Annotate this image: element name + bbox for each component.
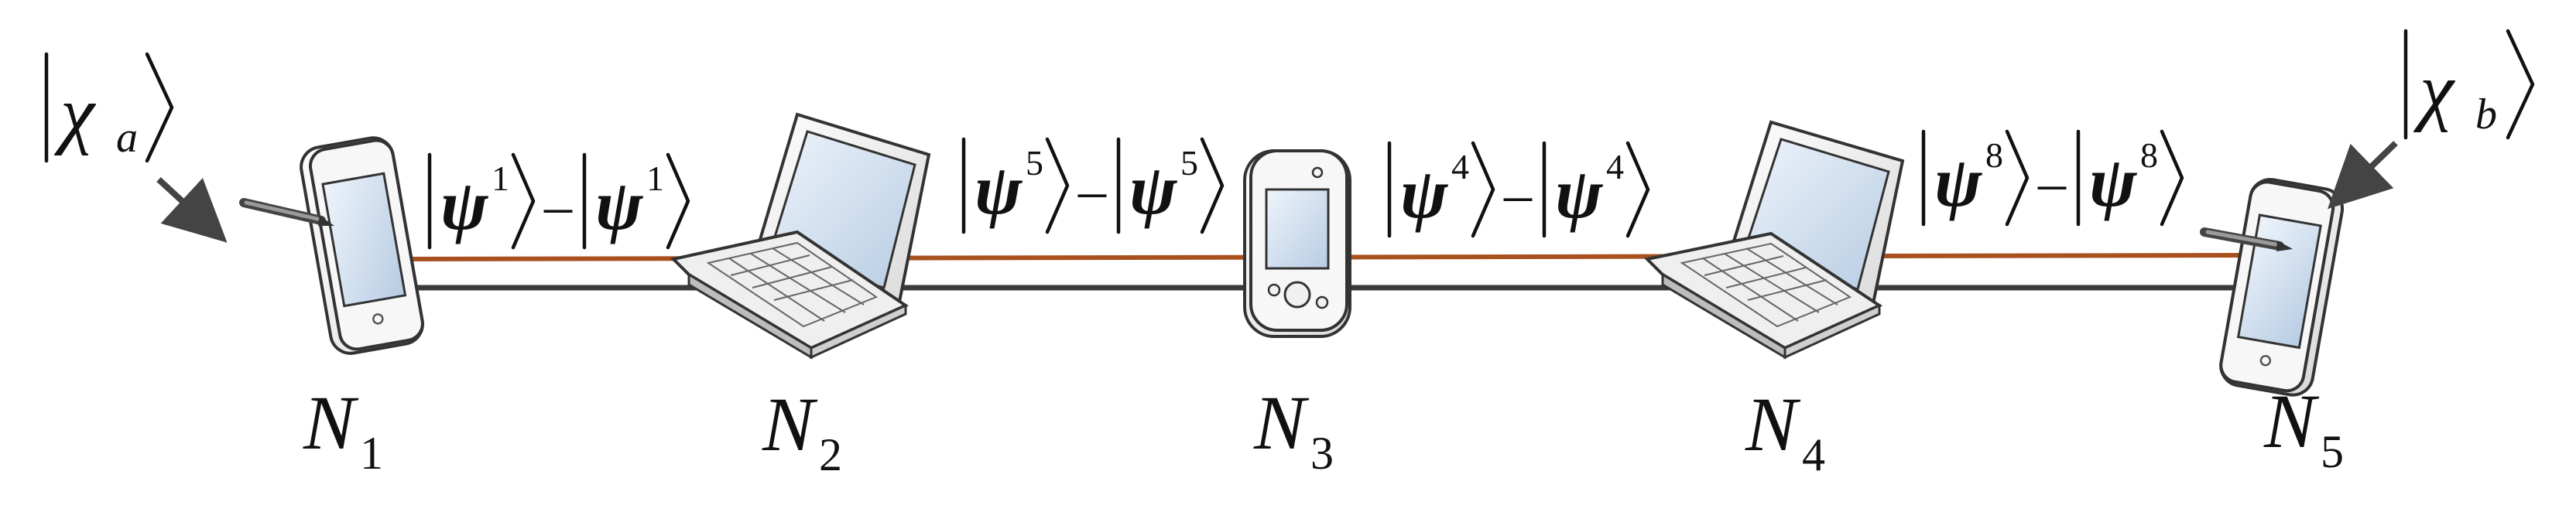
link-label: ψ 1 – ψ 1 <box>427 152 690 250</box>
node-index: 3 <box>1310 428 1334 479</box>
input-arrow <box>156 177 228 243</box>
state-symbol: χ <box>2413 47 2456 133</box>
node-letter: N <box>1253 380 1310 466</box>
node-letter: N <box>2263 378 2320 464</box>
link-superscript: 4 <box>1606 147 1624 186</box>
state-symbol: χ <box>53 70 97 156</box>
link-label: ψ 4 – ψ 4 <box>1387 141 1650 238</box>
link-psi: ψ <box>975 150 1023 229</box>
input-arrow <box>2328 141 2398 210</box>
node-label-n1: N 1 <box>303 380 383 479</box>
link-dash: – <box>1077 159 1107 221</box>
node-index: 5 <box>2321 426 2344 477</box>
link-psi: ψ <box>2089 142 2138 221</box>
link-psi: ψ <box>1129 150 1178 229</box>
state-chi-b: χ b <box>2403 29 2535 140</box>
link-superscript: 8 <box>2140 135 2158 175</box>
link-psi: ψ <box>440 166 489 244</box>
phone-icon <box>1243 149 1351 338</box>
link-dash: – <box>543 175 573 237</box>
node-label-n5: N 5 <box>2263 378 2344 477</box>
link-label: ψ 8 – ψ 8 <box>1921 129 2184 227</box>
link-dash: – <box>1503 163 1533 225</box>
link-label: ψ 5 – ψ 5 <box>961 137 1225 234</box>
link-superscript: 4 <box>1451 147 1469 186</box>
state-subscript: a <box>116 114 138 162</box>
node-letter: N <box>303 380 359 466</box>
stylus-icon <box>2200 227 2293 251</box>
node-index: 1 <box>360 428 383 479</box>
link-superscript: 8 <box>1985 135 2003 175</box>
node-index: 2 <box>819 429 842 480</box>
state-subscript: b <box>2475 90 2497 138</box>
laptop-icon <box>670 112 931 360</box>
node-label-n2: N 2 <box>762 381 842 480</box>
node-label-n4: N 4 <box>1745 381 1825 480</box>
tablet-icon <box>300 136 424 355</box>
link-psi: ψ <box>595 166 644 244</box>
link-superscript: 1 <box>646 159 664 198</box>
node-letter: N <box>762 381 818 467</box>
node-index: 4 <box>1802 429 1825 480</box>
link-superscript: 1 <box>492 159 509 198</box>
link-superscript: 5 <box>1026 143 1043 183</box>
node-label-n3: N 3 <box>1253 380 1334 479</box>
tablet-icon <box>2219 178 2345 397</box>
state-chi-a: χ a <box>44 52 174 163</box>
link-psi: ψ <box>1400 154 1449 233</box>
link-psi: ψ <box>1934 142 1983 221</box>
stylus-icon <box>239 198 334 226</box>
laptop-icon <box>1643 120 1905 360</box>
link-psi: ψ <box>1555 154 1604 233</box>
link-dash: – <box>2037 152 2067 213</box>
link-superscript: 5 <box>1180 143 1198 183</box>
node-letter: N <box>1745 381 1801 467</box>
